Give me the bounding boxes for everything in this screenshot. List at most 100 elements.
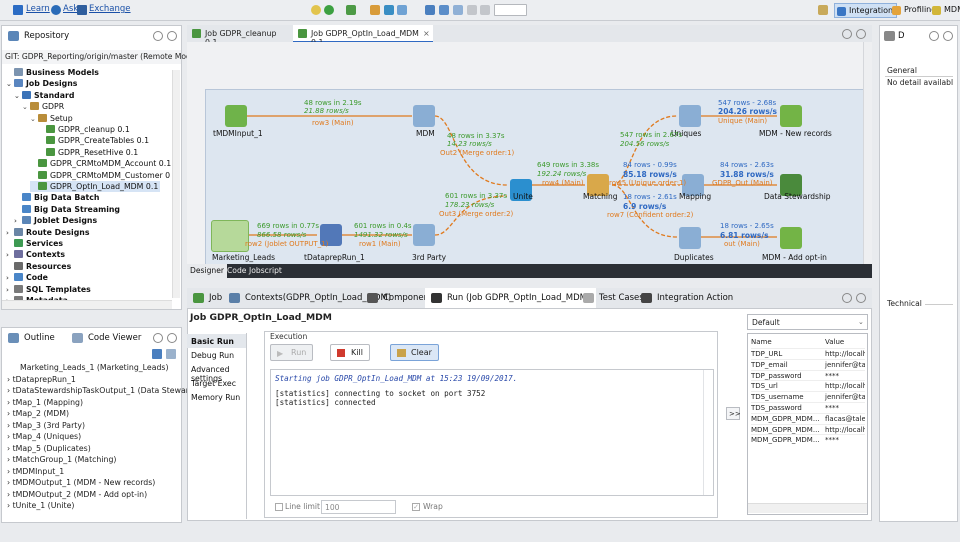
outline-item[interactable]: › tDataprepRun_1 [7, 374, 76, 384]
tree-item[interactable]: GDPR_CreateTables 0.1 [38, 135, 149, 146]
outline-item[interactable]: › tMap_3 (3rd Party) [7, 420, 86, 430]
repository-tab[interactable]: Repository [2, 26, 72, 46]
canvas-vscrollbar[interactable] [863, 42, 872, 264]
chevron-icon[interactable]: ⌄ [6, 80, 12, 89]
maximize-icon[interactable] [856, 29, 866, 39]
maximize-icon[interactable] [167, 31, 177, 41]
chevron-icon[interactable]: › [6, 251, 9, 260]
context-hscrollbar[interactable] [748, 503, 867, 513]
component-tdataprep[interactable] [320, 224, 342, 246]
tree-item[interactable]: ›Code [6, 272, 48, 283]
tab-integration-action[interactable]: Integration Action [635, 288, 739, 308]
maximize-icon[interactable] [943, 31, 953, 41]
job-designer-canvas[interactable]: tMDMInput_1 MDM Unite Matching Uniques M… [187, 42, 872, 269]
chevron-icon[interactable]: ⌄ [14, 91, 20, 100]
chevron-icon[interactable]: › [6, 285, 9, 294]
db3-icon[interactable] [453, 5, 463, 15]
outline-item[interactable]: › tUnite_1 (Unite) [7, 501, 75, 510]
tree-item[interactable]: GDPR_ResetHive 0.1 [38, 147, 138, 158]
edit-icon[interactable] [370, 5, 380, 15]
chevron-icon[interactable]: › [6, 274, 9, 283]
line-limit-input[interactable]: 100 [321, 500, 396, 514]
line-limit-checkbox[interactable] [275, 503, 283, 511]
tab-code[interactable]: Code [227, 266, 247, 275]
component-tmdminput[interactable] [225, 105, 247, 127]
context-row[interactable]: MDM_GDPR_MDM...flacas@talen [751, 412, 865, 423]
perspective-open-icon[interactable] [818, 5, 828, 15]
console-output[interactable]: Starting job GDPR_OptIn_Load_MDM at 15:2… [270, 369, 714, 496]
tree-item[interactable]: ⌄GDPR [22, 101, 64, 112]
component-unite[interactable] [510, 179, 532, 201]
tree-item[interactable]: ›Joblet Designs [14, 215, 97, 226]
tab-designer[interactable]: Designer [187, 264, 228, 278]
tree-item[interactable]: Resources [6, 261, 71, 272]
maximize-icon[interactable] [856, 293, 866, 303]
tree-item[interactable]: Big Data Streaming [14, 204, 120, 215]
component-data-stewardship[interactable] [780, 174, 802, 196]
zoom-box[interactable] [494, 4, 527, 16]
tree-item[interactable]: GDPR_CRMtoMDM_Account 0.1 [30, 158, 171, 169]
outline-item[interactable]: › tDataStewardshipTaskOutput_1 (Data Ste… [7, 386, 213, 395]
kill-button[interactable]: Kill [330, 344, 370, 361]
tab-test-cases[interactable]: Test Cases [577, 288, 650, 308]
outline-item[interactable]: › tMDMInput_1 [7, 466, 65, 476]
tab-job[interactable]: Job [187, 288, 228, 308]
minimize-icon[interactable] [842, 29, 852, 39]
vtab-advanced-settings[interactable]: Advanced settings [191, 365, 230, 383]
expand-context-button[interactable]: >> [726, 407, 741, 420]
outline-item[interactable]: › tMap_5 (Duplicates) [7, 443, 91, 453]
sort-icon[interactable] [152, 349, 162, 359]
component-mdm-add-optin[interactable] [780, 227, 802, 249]
vtab-debug-run[interactable]: Debug Run [191, 351, 235, 360]
maximize-icon[interactable] [167, 333, 177, 343]
tab-jobscript[interactable]: Jobscript [249, 266, 282, 275]
repo-scrollbar[interactable] [172, 70, 180, 298]
minimize-icon[interactable] [153, 333, 163, 343]
exchange-link[interactable]: Exchange [89, 4, 131, 14]
outline-item[interactable]: Marketing_Leads_1 (Marketing_Leads) [20, 362, 169, 373]
tab-run[interactable]: Run (Job GDPR_OptIn_Load_MDM) [425, 288, 597, 308]
tree-item[interactable]: ⌄Setup [30, 113, 73, 124]
db-icon[interactable] [425, 5, 435, 15]
perspective-mdm[interactable]: MDM [930, 3, 960, 18]
tool-icon[interactable] [397, 5, 407, 15]
context-row[interactable]: MDM_GDPR_MDM...http://localh [751, 423, 865, 434]
tree-item[interactable]: GDPR_CRMtoMDM_Customer 0 [30, 170, 170, 181]
minimize-icon[interactable] [929, 31, 939, 41]
tree-item[interactable]: ›Route Designs [6, 227, 90, 238]
perspective-profiling[interactable]: Profiling [890, 3, 939, 18]
component-matching[interactable] [587, 174, 609, 196]
undo-icon[interactable] [467, 5, 477, 15]
chevron-icon[interactable]: › [6, 228, 9, 237]
tab-gdpr-cleanup[interactable]: Job GDPR_cleanup 0.1 [187, 25, 285, 47]
tree-item[interactable]: ›SQL Templates [6, 284, 91, 295]
vtab-target-exec[interactable]: Target Exec [191, 379, 236, 388]
repo-hscrollbar[interactable] [2, 300, 172, 309]
close-icon[interactable]: × [423, 29, 430, 38]
tree-item[interactable]: GDPR_OptIn_Load_MDM 0.1 [30, 181, 161, 192]
tree-item[interactable]: Big Data Batch [14, 192, 99, 203]
outline-item[interactable]: › tMatchGroup_1 (Matching) [7, 455, 117, 464]
tab-contexts[interactable]: Contexts(GDPR_OptIn_Load_MDM) [223, 288, 397, 308]
component-marketing-leads[interactable] [211, 220, 249, 252]
outline-item[interactable]: › tMap_1 (Mapping) [7, 397, 84, 407]
console-scrollbar[interactable] [703, 370, 713, 495]
wrap-checkbox[interactable]: ✓ [412, 503, 420, 511]
component-3rd-party[interactable] [413, 224, 435, 246]
tree-item[interactable]: ⌄Job Designs [6, 78, 77, 89]
vtab-basic-run[interactable]: Basic Run [187, 334, 246, 348]
component-tmap-mdm[interactable] [413, 105, 435, 127]
detail-tab[interactable]: D [880, 26, 911, 46]
context-row[interactable]: TDP_password**** [751, 369, 865, 380]
perspective-integration[interactable]: Integration [834, 3, 898, 18]
outline-item[interactable]: › tMDMOutput_2 (MDM - Add opt-in) [7, 489, 148, 499]
tab-gdpr-optin[interactable]: Job GDPR_OptIn_Load_MDM 0.1× [293, 25, 433, 47]
context-row[interactable]: TDS_password**** [751, 402, 865, 412]
ask-link[interactable]: Ask [63, 4, 79, 14]
minimize-icon[interactable] [842, 293, 852, 303]
context-select[interactable]: Default⌄ [747, 314, 868, 330]
